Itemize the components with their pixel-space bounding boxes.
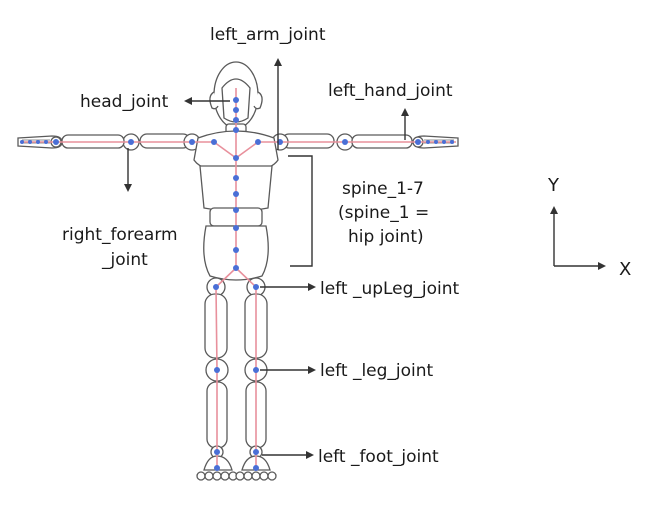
toes-left: [235, 471, 277, 481]
joint-chest: [233, 155, 239, 161]
joint-spine-b: [233, 191, 239, 197]
label-right-forearm-line1: right_forearm: [62, 225, 178, 245]
axis-x-label: X: [619, 259, 631, 280]
joint-ankle-right: [214, 449, 220, 455]
joint-toe-left: [253, 465, 259, 471]
toes-right: [196, 471, 238, 481]
joint-clavicle-left: [255, 139, 261, 145]
bone-leg-right: [215, 286, 218, 468]
joint-spine-e: [233, 247, 239, 253]
joint-hip-right: [213, 284, 219, 290]
joint-neck-2: [233, 117, 239, 123]
upper-arm-left: [281, 133, 335, 149]
joint-wrist-left: [415, 139, 421, 145]
joint-wrist-right: [53, 139, 59, 145]
label-left-leg-joint: left _leg_joint: [320, 361, 434, 381]
axis-y-label: Y: [547, 175, 560, 196]
label-left-upleg-joint: left _upLeg_joint: [320, 279, 460, 299]
label-right-forearm-line2: _joint: [101, 250, 148, 270]
joint-spine-c: [233, 207, 239, 213]
annotation-labels: left_arm_joint head_joint left_hand_join…: [62, 25, 460, 467]
joint-hip-left: [253, 284, 259, 290]
annotation-arrows: [124, 58, 409, 459]
joint-toe-right: [214, 465, 220, 471]
joint-elbow-left: [342, 139, 348, 145]
joint-ankle-left: [253, 449, 259, 455]
joint-shoulder-right: [189, 139, 195, 145]
joint-neck-1: [233, 107, 239, 113]
spine-bracket: [288, 155, 313, 267]
bone-hips: [215, 267, 257, 288]
upper-arm-right: [139, 133, 191, 149]
joint-knee-right: [214, 367, 220, 373]
label-left-hand-joint: left_hand_joint: [328, 81, 453, 101]
joint-clavicle-right: [211, 139, 217, 145]
joint-spine-d: [233, 225, 239, 231]
joint-elbow-right: [128, 139, 134, 145]
right-ear: [253, 91, 263, 110]
joint-fingers: [20, 140, 454, 144]
label-left-foot-joint: left _foot_joint: [318, 447, 439, 467]
joint-hip: [233, 265, 239, 271]
joint-spine-a: [233, 175, 239, 181]
coordinate-axes: Y X: [547, 175, 631, 280]
label-spine-line1: spine_1-7: [342, 179, 424, 199]
label-head-joint: head_joint: [80, 92, 169, 112]
joint-knee-left: [253, 367, 259, 373]
label-left-arm-joint: left_arm_joint: [210, 25, 326, 45]
skeleton-joints: [20, 97, 454, 471]
joint-head: [233, 97, 239, 103]
label-spine-line3: hip joint): [348, 227, 424, 247]
joint-neck-3: [233, 127, 239, 133]
label-spine-line2: (spine_1 =: [338, 203, 429, 223]
